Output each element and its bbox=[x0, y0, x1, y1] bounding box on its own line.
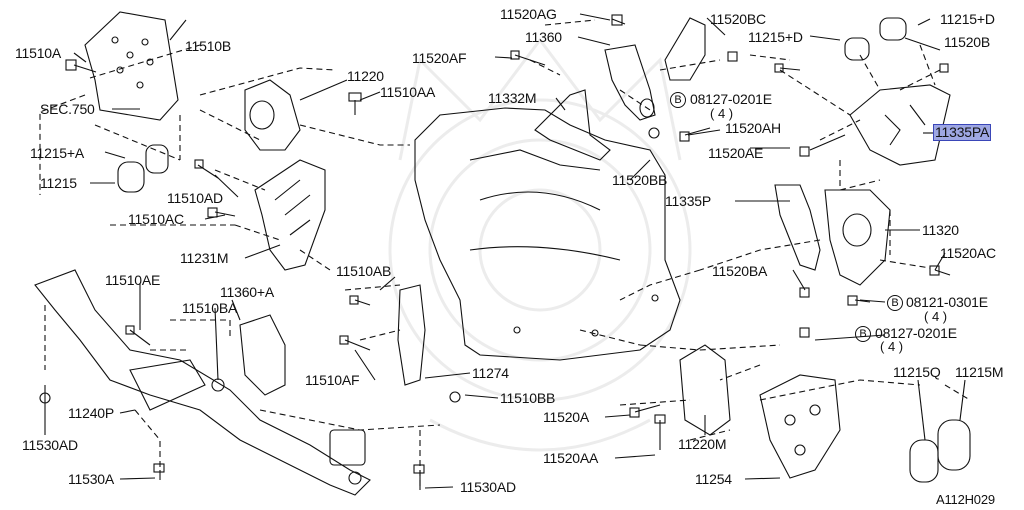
label-11510ba: 11510BA bbox=[182, 300, 238, 316]
bracket-11231m bbox=[254, 159, 326, 271]
label-sec750: SEC.750 bbox=[40, 101, 95, 117]
label-11510af: 11510AF bbox=[305, 372, 360, 388]
crossmember-11240p bbox=[34, 269, 371, 496]
label-11510a: 11510A bbox=[15, 45, 62, 61]
label-11231m: 11231M bbox=[180, 250, 229, 266]
label-11530ad-bottom: 11530AD bbox=[460, 479, 516, 495]
label-11530a: 11530A bbox=[68, 471, 115, 487]
label-11510aa: 11510AA bbox=[380, 84, 436, 100]
mount-11220 bbox=[244, 79, 301, 151]
bracket-11274 bbox=[397, 284, 426, 386]
label-11215m: 11215M bbox=[955, 364, 1004, 380]
bolt-marker-b: B bbox=[887, 295, 903, 311]
qty-08127-0201e-a: ( 4 ) bbox=[710, 106, 734, 121]
bracket-11335p bbox=[774, 184, 821, 271]
label-11360: 11360 bbox=[525, 29, 562, 45]
label-11220m: 11220M bbox=[678, 436, 727, 452]
label-11510ab: 11510AB bbox=[336, 263, 392, 279]
label-11510ad: 11510AD bbox=[167, 190, 223, 206]
insulator-11215d-mid bbox=[844, 37, 870, 61]
label-11520bc: 11520BC bbox=[710, 11, 766, 27]
diagram-id: A112H029 bbox=[936, 492, 995, 507]
label-11320: 11320 bbox=[922, 222, 959, 238]
label-11274: 11274 bbox=[472, 365, 509, 381]
label-11520ae: 11520AE bbox=[708, 145, 764, 161]
label-11520ag: 11520AG bbox=[500, 6, 557, 22]
label-11510ac: 11510AC bbox=[128, 211, 184, 227]
label-11215d-top: 11215+D bbox=[940, 11, 995, 27]
bolt-marker-b: B bbox=[670, 92, 686, 108]
label-11520a: 11520A bbox=[543, 409, 590, 425]
insulator-11215a bbox=[145, 144, 169, 174]
label-11520af: 11520AF bbox=[412, 50, 467, 66]
label-11215: 11215 bbox=[40, 175, 77, 191]
label-08127-0201e-b: 08127-0201E bbox=[875, 325, 957, 341]
bracket-11332m bbox=[534, 89, 611, 161]
bracket-plate-sec750 bbox=[84, 11, 179, 121]
label-11215d-mid: 11215+D bbox=[748, 29, 803, 45]
qty-08127-0201e-b: ( 4 ) bbox=[880, 339, 904, 354]
bracket-11254 bbox=[759, 374, 841, 479]
insulator-11215q bbox=[909, 439, 939, 483]
label-11215a: 11215+A bbox=[30, 145, 85, 161]
label-11520ba: 11520BA bbox=[712, 263, 768, 279]
label-11510b: 11510B bbox=[185, 38, 232, 54]
bolt-marker-b: B bbox=[855, 326, 871, 342]
label-08127-0201e-a: 08127-0201E bbox=[690, 91, 772, 107]
label-11520bb: 11520BB bbox=[612, 172, 668, 188]
label-11215q: 11215Q bbox=[893, 364, 941, 380]
insulator-11215d-top bbox=[879, 17, 907, 41]
label-11332m: 11332M bbox=[488, 90, 537, 106]
label-11220: 11220 bbox=[347, 68, 384, 84]
label-11254: 11254 bbox=[695, 471, 732, 487]
label-11240p: 11240P bbox=[68, 405, 115, 421]
label-11530ad-left: 11530AD bbox=[22, 437, 78, 453]
label-11520ah: 11520AH bbox=[725, 120, 781, 136]
qty-08121-0301e: ( 4 ) bbox=[924, 309, 948, 324]
label-11520aa: 11520AA bbox=[543, 450, 599, 466]
insulator-11215 bbox=[117, 161, 145, 193]
label-11335p: 11335P bbox=[665, 193, 712, 209]
engine-block bbox=[414, 107, 681, 361]
mount-11360a bbox=[239, 314, 286, 396]
bracket-11520bc bbox=[664, 17, 706, 81]
mount-11220m bbox=[679, 344, 731, 436]
label-11360a: 11360+A bbox=[220, 284, 275, 300]
watermark-emblem bbox=[388, 37, 692, 452]
label-11510ae: 11510AE bbox=[105, 272, 161, 288]
label-11335pa-highlighted[interactable]: 11335PA bbox=[933, 124, 992, 141]
insulator-11215m bbox=[937, 419, 971, 471]
label-11520b: 11520B bbox=[944, 34, 991, 50]
label-11510bb: 11510BB bbox=[500, 390, 556, 406]
mount-11320 bbox=[824, 189, 891, 286]
leader-lines bbox=[44, 13, 966, 489]
label-11520ac: 11520AC bbox=[940, 245, 996, 261]
label-08121-0301e: 08121-0301E bbox=[906, 294, 988, 310]
